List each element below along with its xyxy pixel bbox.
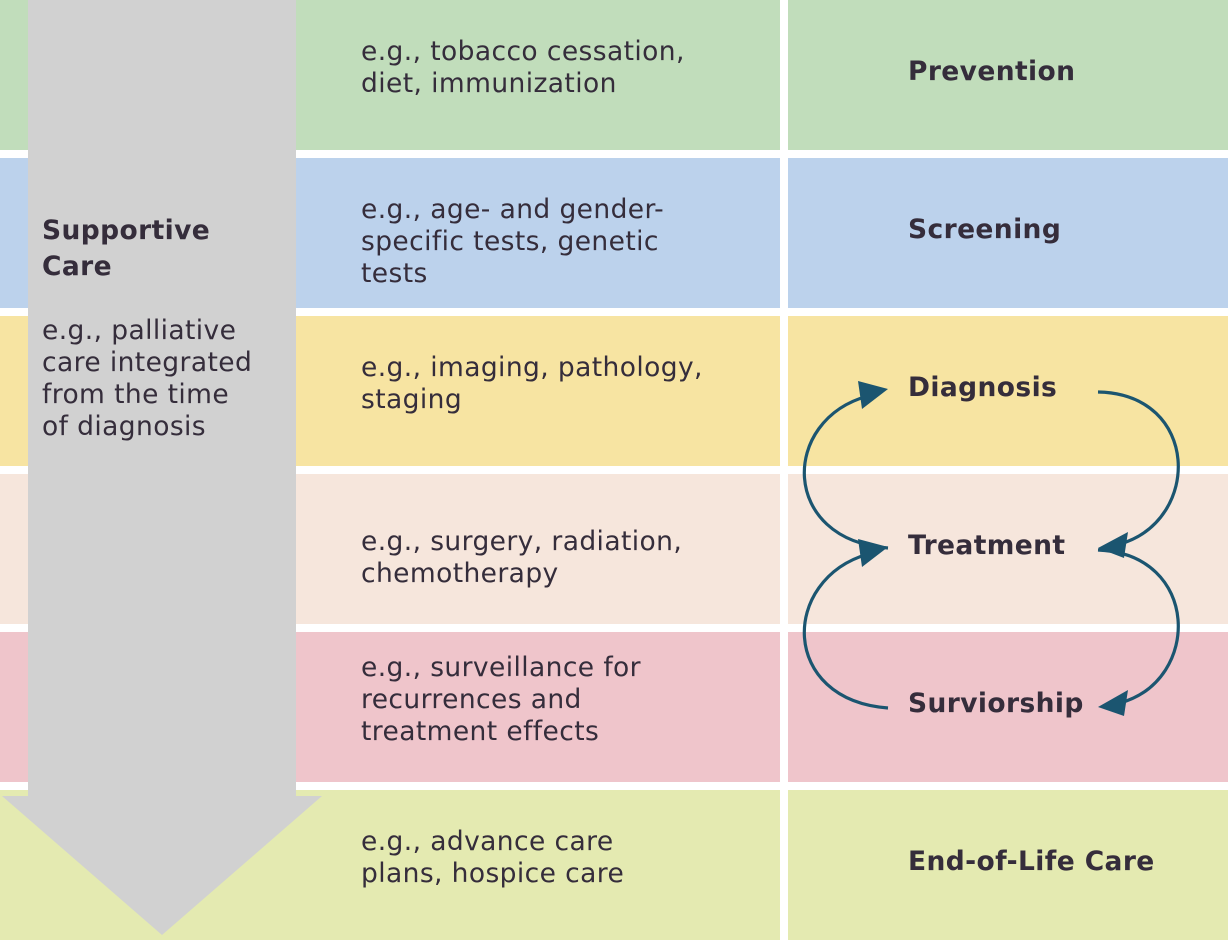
stage-label-prevention: Prevention <box>908 56 1076 87</box>
down-arrow-icon <box>2 0 322 935</box>
stage-label-treatment: Treatment <box>908 530 1066 561</box>
examples-survivorship: e.g., surveillance for recurrences and t… <box>361 652 641 747</box>
examples-end-of-life: e.g., advance care plans, hospice care <box>361 826 625 889</box>
row-prevention: e.g., tobacco cessation, diet, immunizat… <box>0 0 1228 150</box>
stage-label-screening: Screening <box>908 214 1062 245</box>
stage-cell-prevention <box>788 0 1228 150</box>
stage-label-diagnosis: Diagnosis <box>908 372 1058 403</box>
stage-label-end-of-life: End-of-Life Care <box>908 846 1155 877</box>
examples-prevention: e.g., tobacco cessation, diet, immunizat… <box>361 36 685 99</box>
supportive-care-description: e.g., palliative care integrated from th… <box>42 315 253 442</box>
examples-diagnosis: e.g., imaging, pathology, staging <box>361 352 703 415</box>
examples-screening: e.g., age- and gender- specific tests, g… <box>361 194 665 289</box>
stage-cell-screening <box>788 158 1228 308</box>
stage-label-survivorship: Surviorship <box>908 688 1084 719</box>
supportive-care-title: Supportive Care <box>42 215 211 282</box>
examples-treatment: e.g., surgery, radiation, chemotherapy <box>361 526 683 589</box>
stage-cell-end-of-life <box>788 790 1228 940</box>
